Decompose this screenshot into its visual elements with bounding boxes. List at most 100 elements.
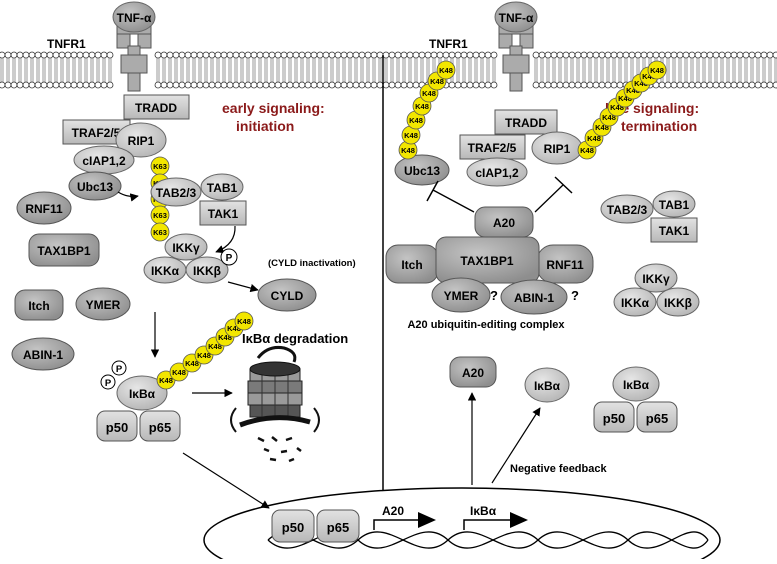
tnf-receptor-right [498, 25, 534, 92]
late-ymer [431, 277, 491, 313]
svg-text:IKKβ: IKKβ [664, 296, 692, 310]
k48-ubiquitin-rip1-10 [647, 60, 667, 80]
svg-text:P: P [116, 364, 123, 375]
k48-ubiquitin-rip1-label: K48 [650, 66, 664, 75]
k63-ubiquitin-label: K63 [153, 162, 167, 171]
early-ikk-beta [185, 256, 229, 284]
svg-text:TRADD: TRADD [135, 101, 177, 115]
early-cyld [257, 278, 317, 312]
svg-text:TAX1BP1: TAX1BP1 [460, 254, 513, 268]
tnfr1-label-left: TNFR1 [47, 37, 86, 51]
k48-ubiquitin-rip1-label: K48 [634, 79, 648, 88]
early-rip1 [115, 122, 167, 158]
a20-complex-label: A20 ubiquitin-editing complex [407, 319, 565, 331]
k48-ubiquitin-early-2 [169, 362, 189, 382]
early-title-line2: initiation [236, 118, 294, 134]
svg-text:cIAP1,2: cIAP1,2 [82, 154, 126, 168]
tak1-to-ikk-arrow [215, 225, 236, 254]
abin1-question: ? [571, 288, 579, 303]
svg-text:TRAF2/5: TRAF2/5 [72, 126, 121, 140]
a20-inhibition-ubc13 [426, 180, 475, 213]
late-ikk-beta [656, 287, 700, 317]
svg-text:RIP1: RIP1 [544, 142, 571, 156]
tnfr1-label-right: TNFR1 [429, 37, 468, 51]
k48-ubiquitin-early-label: K48 [227, 324, 241, 333]
svg-text:A20: A20 [462, 366, 484, 380]
k48-ubiquitin-ubc13-label: K48 [401, 146, 415, 155]
k48-ubiquitin-ubc13-label: K48 [422, 89, 436, 98]
k48-ubiquitin-ubc13-label: K48 [415, 102, 429, 111]
svg-text:A20: A20 [493, 216, 515, 230]
ikba-gene [463, 512, 528, 530]
svg-text:RNF11: RNF11 [546, 258, 584, 272]
ikba-phospho-1 [111, 360, 127, 376]
k48-ubiquitin-ubc13-label: K48 [409, 116, 423, 125]
late-ubc13 [394, 154, 450, 186]
early-itch [14, 289, 64, 321]
late-tax1bp1 [435, 236, 540, 284]
peptide-fragments [257, 436, 302, 463]
late-tradd [494, 109, 558, 135]
k63-ubiquitin-5 [150, 222, 170, 242]
late-abin1 [500, 279, 568, 315]
svg-text:IKKγ: IKKγ [172, 241, 200, 255]
nucleus-p50 [271, 509, 315, 543]
gene-ikba-label: IκBα [470, 504, 497, 518]
ikk-phospho [220, 248, 238, 266]
nucleus-p65 [316, 509, 360, 543]
early-ubc13-arrow [117, 191, 139, 202]
k63-ubiquitin-label: K63 [153, 228, 167, 237]
svg-text:RIP1: RIP1 [128, 134, 155, 148]
svg-text:p50: p50 [603, 411, 625, 426]
svg-text:IκBα: IκBα [129, 387, 156, 401]
svg-text:p65: p65 [149, 420, 171, 435]
k48-ubiquitin-rip1-label: K48 [595, 123, 609, 132]
svg-text:Ubc13: Ubc13 [77, 180, 113, 194]
k48-ubiquitin-ubc13-label: K48 [439, 66, 453, 75]
k48-ubiquitin-rip1-label: K48 [642, 72, 656, 81]
k48-ubiquitin-early-label: K48 [185, 359, 199, 368]
nucleus [203, 487, 721, 564]
svg-text:TAB1: TAB1 [207, 181, 238, 195]
ikk-to-cyld-arrow [227, 281, 259, 293]
k48-ubiquitin-early-label: K48 [218, 333, 232, 342]
tnf-alpha-ligand-left [112, 1, 156, 33]
late-ikk-alpha [613, 287, 657, 317]
nfkb-translocation-arrow [182, 452, 270, 509]
late-tab1 [652, 190, 696, 218]
k48-ubiquitin-early-label: K48 [208, 342, 222, 351]
early-tax1bp1 [28, 233, 100, 267]
svg-text:YMER: YMER [444, 289, 479, 303]
early-p65 [139, 410, 181, 442]
k48-ubiquitin-rip1-label: K48 [618, 94, 632, 103]
svg-text:P: P [226, 253, 233, 264]
early-tak1 [199, 200, 247, 226]
early-ikk-gamma [164, 233, 208, 261]
late-ikba [612, 366, 660, 402]
svg-text:p50: p50 [282, 520, 304, 535]
svg-text:Itch: Itch [28, 299, 49, 313]
early-p50 [96, 410, 138, 442]
early-tab23 [150, 177, 202, 207]
cell-membrane [0, 51, 777, 89]
late-ikk-gamma [634, 263, 678, 293]
svg-text:p65: p65 [646, 411, 668, 426]
svg-text:YMER: YMER [86, 298, 121, 312]
svg-text:TRAF2/5: TRAF2/5 [468, 141, 517, 155]
ikba-phospho-2 [100, 374, 116, 390]
proteasome [230, 346, 320, 433]
ymer-question: ? [490, 288, 498, 303]
cyld-inactivation-label: (CYLD inactivation) [268, 258, 356, 269]
svg-text:TAB2/3: TAB2/3 [607, 203, 648, 217]
svg-text:TRADD: TRADD [505, 116, 547, 130]
ikba-feedback-arrow [491, 407, 541, 484]
k48-ubiquitin-ubc13-label: K48 [430, 77, 444, 86]
svg-text:IκBα: IκBα [623, 378, 650, 392]
k48-ubiquitin-early-label: K48 [172, 368, 186, 377]
svg-text:p50: p50 [106, 420, 128, 435]
